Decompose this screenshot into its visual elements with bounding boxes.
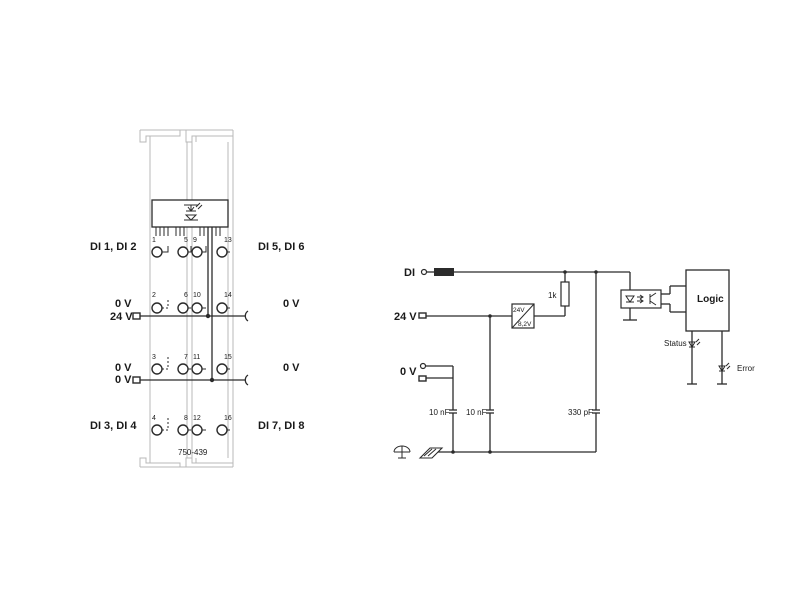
capacitor-330pf <box>592 272 600 452</box>
pin-10: 10 <box>193 292 201 299</box>
logic-block: Logic <box>685 269 730 332</box>
clamp-row-4 <box>151 418 230 436</box>
label-0v-schematic: 0 V <box>400 366 417 378</box>
shield-clamp-icon <box>418 447 444 459</box>
part-number: 750-439 <box>178 448 208 457</box>
pin-15: 15 <box>224 354 232 361</box>
optocoupler <box>620 272 686 321</box>
input-filter-block <box>434 268 454 276</box>
capacitor-10nf-2 <box>486 316 494 452</box>
logic-label: Logic <box>697 294 724 305</box>
label-di: DI <box>404 267 415 279</box>
label-0v-right-1: 0 V <box>283 298 300 310</box>
label-converter-out: 8,2V <box>518 321 532 328</box>
label-24v-schematic: 24 V <box>394 311 417 323</box>
module-internal-bus <box>132 227 249 386</box>
v0-line <box>418 362 454 410</box>
label-0v-left-3: 0 V <box>115 374 132 386</box>
label-di7-di8: DI 7, DI 8 <box>258 420 304 432</box>
clamp-row-2 <box>151 300 230 314</box>
pin-numbers: 1 5 9 13 2 6 10 14 3 7 11 15 4 8 12 16 <box>152 237 232 422</box>
label-cap-330pf: 330 pF <box>568 408 593 417</box>
label-0v-left-2: 0 V <box>115 362 132 374</box>
pin-8: 8 <box>184 415 188 422</box>
pin-3: 3 <box>152 354 156 361</box>
pin-1: 1 <box>152 237 156 244</box>
label-1k: 1k <box>548 291 557 300</box>
resistor-1k <box>534 272 570 317</box>
v24-line <box>418 312 512 319</box>
module-opto-block <box>151 199 229 236</box>
label-0v-left-1: 0 V <box>115 298 132 310</box>
capacitor-10nf-1 <box>449 409 457 452</box>
label-error: Error <box>737 364 755 373</box>
status-led <box>687 331 701 385</box>
label-di5-di6: DI 5, DI 6 <box>258 241 304 253</box>
pin-5: 5 <box>184 237 188 244</box>
pin-2: 2 <box>152 292 156 299</box>
pin-13: 13 <box>224 237 232 244</box>
module-housing <box>139 129 234 468</box>
clamp-row-1 <box>151 246 230 258</box>
pin-7: 7 <box>184 354 188 361</box>
ground-bus <box>432 450 596 454</box>
label-di3-di4: DI 3, DI 4 <box>90 420 137 432</box>
pin-6: 6 <box>184 292 188 299</box>
pin-11: 11 <box>193 354 200 361</box>
earth-ground-icon <box>393 445 411 459</box>
label-0v-right-2: 0 V <box>283 362 300 374</box>
error-led <box>717 331 731 385</box>
label-di1-di2: DI 1, DI 2 <box>90 241 136 253</box>
label-cap-10nf-2: 10 nF <box>466 408 487 417</box>
label-converter-in: 24V <box>513 307 525 314</box>
label-24v: 24 V <box>110 311 133 323</box>
di-input-line <box>420 268 630 276</box>
label-status: Status <box>664 339 687 348</box>
pin-4: 4 <box>152 415 156 422</box>
clamp-row-3 <box>151 357 230 375</box>
pin-14: 14 <box>224 292 232 299</box>
pin-12: 12 <box>193 415 201 422</box>
pin-9: 9 <box>193 237 197 244</box>
label-cap-10nf-1: 10 nF <box>429 408 450 417</box>
pin-16: 16 <box>224 415 232 422</box>
